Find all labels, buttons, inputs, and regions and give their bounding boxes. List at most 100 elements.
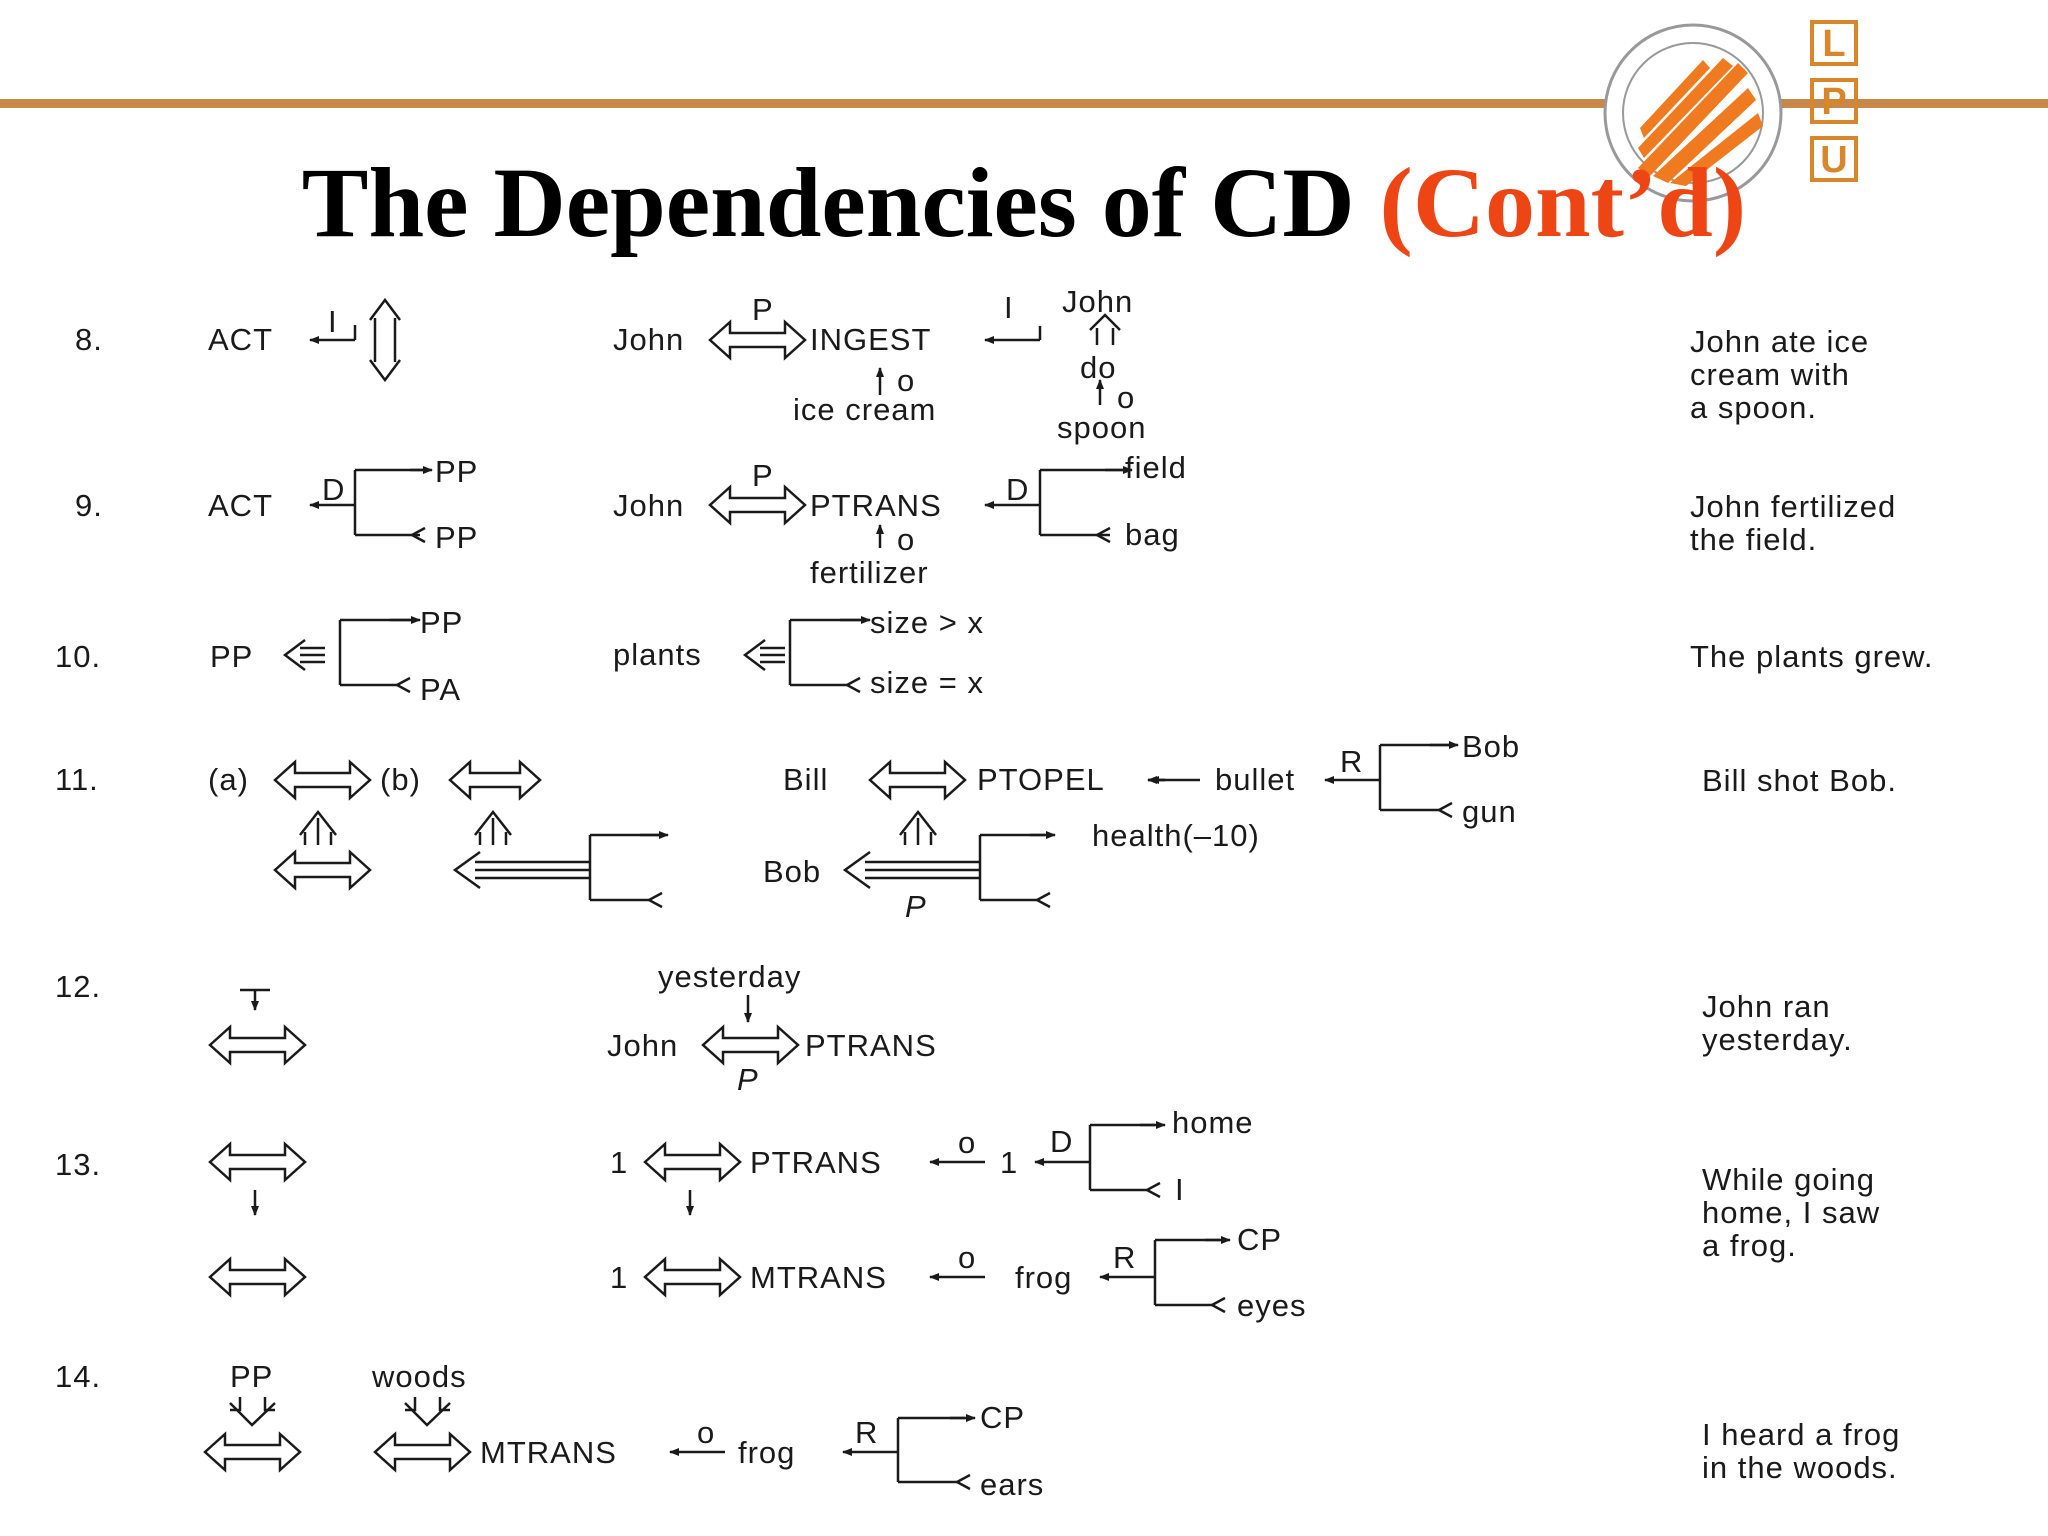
- bracket: [1088, 1123, 1155, 1192]
- label-john: John: [607, 1028, 678, 1063]
- row-number: 12.: [55, 969, 101, 1004]
- row-number: 14.: [55, 1359, 101, 1394]
- label-pp: PP: [435, 454, 478, 489]
- double-arrow-down-icon: [229, 1397, 276, 1427]
- double-arrow-left-icon: [282, 639, 325, 671]
- label-woods: woods: [371, 1359, 467, 1394]
- arrow-open: [1094, 526, 1111, 544]
- label-do: do: [1080, 350, 1116, 385]
- label-o: o: [1117, 380, 1135, 415]
- label-size-gt: size > x: [870, 605, 984, 640]
- row-number: 8.: [75, 322, 103, 357]
- arrow-open: [1144, 1181, 1161, 1199]
- triple-arrow-up-icon: [474, 809, 512, 845]
- label-bob: Bob: [1462, 729, 1520, 764]
- label-o: o: [958, 1240, 976, 1275]
- label-pa: PA: [420, 672, 461, 707]
- label-d: D: [1050, 1124, 1073, 1159]
- label-cp: CP: [1237, 1222, 1282, 1257]
- row-number: 9.: [75, 488, 103, 523]
- label-mtrans: MTRANS: [480, 1435, 617, 1470]
- example-sentence: Bill shot Bob.: [1702, 763, 1897, 798]
- label-pp: PP: [420, 605, 463, 640]
- arrow-open: [1436, 801, 1453, 819]
- example-sentence: John ran yesterday.: [1702, 989, 1853, 1057]
- label-d: D: [322, 472, 345, 507]
- bracket: [338, 618, 410, 687]
- bracket: [1378, 743, 1450, 812]
- double-arrow-icon: [208, 1256, 307, 1298]
- bracket: [788, 618, 860, 687]
- arrow-open: [394, 676, 411, 694]
- label-gun: gun: [1462, 794, 1517, 829]
- example-sentence: While going home, I saw a frog.: [1702, 1162, 1881, 1263]
- label-bag: bag: [1125, 517, 1180, 552]
- double-arrow-up-icon: [1089, 313, 1121, 345]
- logo-letter-p: P: [1810, 78, 1858, 124]
- label-p: P: [752, 458, 774, 493]
- label-pp: PP: [230, 1359, 273, 1394]
- label-one: 1: [610, 1260, 628, 1295]
- example-sentence: The plants grew.: [1690, 639, 1934, 674]
- label-john: John: [613, 322, 684, 357]
- label-p: P: [752, 292, 774, 327]
- label-ice-cream: ice cream: [793, 392, 936, 427]
- label-o: o: [897, 522, 915, 557]
- label-spoon: spoon: [1057, 410, 1146, 445]
- label-pp: PP: [435, 520, 478, 555]
- label-fertilizer: fertilizer: [810, 555, 929, 590]
- double-arrow-icon: [643, 1141, 742, 1183]
- bracket: [978, 833, 1045, 902]
- double-arrow-icon: [208, 1024, 307, 1066]
- double-arrow-icon: [708, 484, 807, 526]
- title-highlight: (Cont’d): [1379, 147, 1747, 258]
- label-bullet: bullet: [1215, 762, 1295, 797]
- label-ears: ears: [980, 1467, 1044, 1502]
- label-ptrans: PTRANS: [810, 488, 942, 523]
- label-i: I: [1175, 1172, 1185, 1207]
- label-mtrans: MTRANS: [750, 1260, 887, 1295]
- label-frog: frog: [738, 1435, 795, 1470]
- bracket: [896, 1416, 965, 1484]
- label-r: R: [1340, 744, 1363, 779]
- arrow-open: [646, 891, 663, 909]
- label-field: field: [1125, 450, 1187, 485]
- double-arrow-vertical-icon: [369, 297, 401, 383]
- label-cp: CP: [980, 1400, 1025, 1435]
- triple-arrow-up-icon: [899, 809, 937, 845]
- label-bill: Bill: [783, 762, 828, 797]
- double-arrow-icon: [643, 1256, 742, 1298]
- label-health: health(–10): [1092, 818, 1260, 853]
- label-b: (b): [380, 762, 421, 797]
- label-yesterday: yesterday: [658, 959, 801, 994]
- example-sentence: John ate ice cream with a spoon.: [1690, 324, 1870, 425]
- arrow: [240, 988, 270, 1010]
- bracket: [588, 833, 660, 902]
- double-arrow-icon: [273, 849, 372, 891]
- arrow-open: [844, 676, 861, 694]
- logo-letter-u: U: [1810, 136, 1858, 182]
- double-arrow-down-icon: [404, 1397, 451, 1427]
- label-a: (a): [208, 762, 249, 797]
- bracket: [1038, 468, 1130, 537]
- label-pp: PP: [210, 639, 253, 674]
- label-one: 1: [1000, 1145, 1018, 1180]
- label-ptopel: PTOPEL: [977, 762, 1105, 797]
- university-seal-icon: [1603, 23, 1783, 203]
- double-arrow-icon: [708, 319, 807, 361]
- label-d: D: [1006, 472, 1029, 507]
- example-sentence: I heard a frog in the woods.: [1702, 1417, 1901, 1485]
- bracket: [353, 468, 430, 537]
- arrow-open: [1034, 891, 1051, 909]
- triple-arrow-left-icon: [452, 850, 590, 890]
- label-plants: plants: [613, 637, 702, 672]
- page-title: The Dependencies of CD (Cont’d): [0, 148, 2048, 258]
- label-frog: frog: [1015, 1260, 1072, 1295]
- label-eyes: eyes: [1237, 1288, 1306, 1323]
- label-p: P: [737, 1062, 759, 1097]
- row-number: 11.: [55, 762, 99, 797]
- label-size-eq: size = x: [870, 665, 984, 700]
- label-bob: Bob: [763, 854, 821, 889]
- label-john: John: [1062, 284, 1133, 319]
